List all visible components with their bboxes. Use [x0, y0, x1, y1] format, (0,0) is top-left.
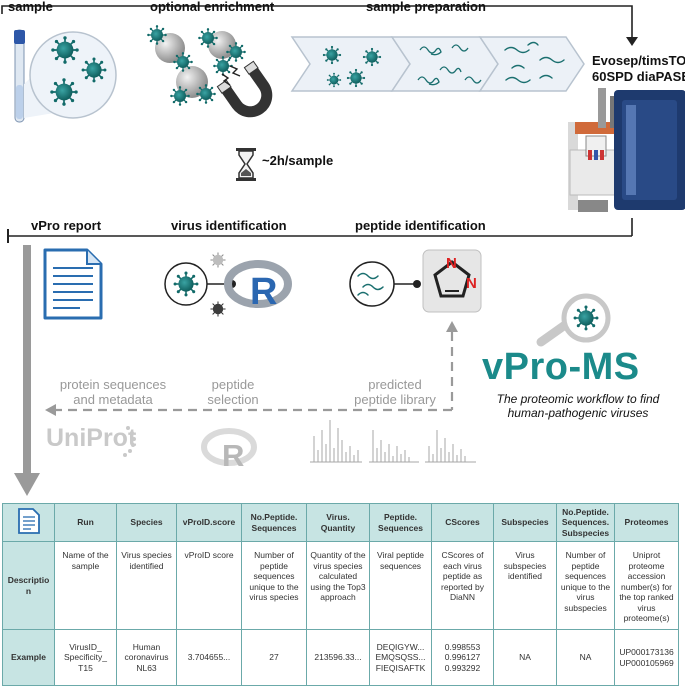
sequences-label-line2: and metadata — [73, 392, 153, 407]
table-cell: DEQIGYW... EMQSQSS... FIEQISAFTK — [369, 629, 432, 686]
table-row-description: Description Name of the sample Virus spe… — [2, 541, 679, 630]
sequences-metadata-label: protein sequences and metadata — [46, 377, 180, 407]
brand-title: vPro-MS — [482, 346, 640, 388]
table-cell: Number of peptide sequences unique to th… — [241, 541, 307, 630]
svg-text:N: N — [466, 275, 477, 292]
middle-flow-arrow — [7, 218, 633, 243]
table-cell: Human coronavirus NL63 — [116, 629, 177, 686]
table-header-cell: Subspecies — [493, 503, 557, 542]
sample-magnified-icon — [24, 31, 117, 119]
table-header-cell: Virus. Quantity — [306, 503, 370, 542]
sample-tube-icon — [14, 29, 25, 123]
table-cell: UP000173136 UP000105969 — [614, 629, 679, 686]
table-cell: VirusID_ Specificity_ T15 — [54, 629, 117, 686]
table-cell: vProID score — [176, 541, 242, 630]
instrument-label-line1: Evosep/timsTOF — [592, 53, 685, 68]
preparation-chevrons-icon — [290, 36, 585, 92]
table-cell: CScores of each virus peptide as reporte… — [431, 541, 494, 630]
library-label-line2: peptide library — [354, 392, 436, 407]
table-header-cell: Peptide. Sequences — [369, 503, 432, 542]
stage-enrichment-label: optional enrichment — [150, 0, 275, 14]
library-arrow-left-head — [45, 404, 56, 416]
peptide-identification-icon — [349, 261, 421, 307]
table-row-header: Example — [2, 629, 55, 686]
stage-report-label: vPro report — [31, 218, 102, 233]
selection-label-line2: selection — [207, 392, 259, 407]
top-flow-arrow — [1, 5, 638, 46]
peptide-library-label: predicted peptide library — [332, 377, 458, 407]
stage-sample-label: sample — [8, 0, 53, 14]
table-cell: Number of peptide sequences unique to th… — [556, 541, 615, 630]
stage-virus-id-label: virus identification — [171, 218, 287, 233]
table-header-row: Run Species vProID.score No.Peptide. Seq… — [2, 503, 679, 542]
magnet-icon — [216, 60, 273, 118]
svg-text:R: R — [250, 271, 277, 313]
r-logo-grey-icon: R — [201, 428, 257, 473]
magnifier-virus-icon — [536, 293, 611, 347]
table-cell: Viral peptide sequences — [369, 541, 432, 630]
library-arrow-up-head — [446, 321, 458, 332]
r-logo-icon: R — [224, 260, 292, 313]
stage-preparation-label: sample preparation — [366, 0, 486, 14]
svg-text:N: N — [446, 255, 457, 272]
table-header-cell: Run — [54, 503, 117, 542]
tagline-line2: human-pathogenic viruses — [507, 406, 649, 420]
instrument-label-line2: 60SPD diaPASEF — [592, 69, 685, 84]
enrichment-beads-icon — [146, 24, 247, 107]
stage-peptide-id-label: peptide identification — [355, 218, 486, 233]
table-cell: Name of the sample — [54, 541, 117, 630]
time-per-sample: ~2h/sample — [262, 153, 334, 168]
table-header-cell: CScores — [431, 503, 494, 542]
table-cell: 27 — [241, 629, 307, 686]
table-cell: Virus subspecies identified — [493, 541, 557, 630]
table-cell: 3.704655... — [176, 629, 242, 686]
selection-label-line1: peptide — [211, 377, 255, 392]
report-down-arrow — [14, 245, 40, 496]
table-header-cell: No.Peptide. Sequences. Subspecies — [556, 503, 615, 542]
svg-text:R: R — [222, 438, 244, 473]
hourglass-icon — [236, 148, 256, 181]
table-cell: Uniprot proteome accession number(s) for… — [614, 541, 679, 630]
uniprot-logo: UniProt — [46, 424, 137, 452]
library-label-line1: predicted — [368, 377, 422, 392]
mass-spectrometer-icon — [568, 88, 685, 212]
table-cell: Virus species identified — [116, 541, 177, 630]
document-icon — [43, 248, 103, 320]
spectrum-icon — [310, 420, 476, 463]
table-header-cell: Proteomes — [614, 503, 679, 542]
peptide-selection-label: peptide selection — [198, 377, 268, 407]
sequences-label-line1: protein sequences — [59, 377, 167, 392]
table-cell: Quantity of the virus species calculated… — [306, 541, 370, 630]
table-row-example: Example VirusID_ Specificity_ T15 Human … — [2, 629, 679, 686]
uniprot-dots-icon — [123, 426, 136, 457]
report-table: Run Species vProID.score No.Peptide. Seq… — [2, 503, 679, 686]
table-header-cell: Species — [116, 503, 177, 542]
table-header-cell: No.Peptide. Sequences — [241, 503, 307, 542]
table-row-header: Description — [2, 541, 55, 630]
library-dashed-arrow — [56, 332, 454, 412]
virus-identification-icon — [164, 252, 236, 317]
magnet-spark-icon — [221, 65, 241, 86]
table-cell: 213596.33... — [306, 629, 370, 686]
imidazole-icon: N N — [422, 249, 482, 313]
table-cell: NA — [556, 629, 615, 686]
table-corner-document-icon — [2, 503, 55, 542]
table-cell: 0.998553 0.996127 0.993292 — [431, 629, 494, 686]
brand-tagline: The proteomic workflow to find human-pat… — [478, 392, 678, 420]
table-header-cell: vProID.score — [176, 503, 242, 542]
tagline-line1: The proteomic workflow to find — [496, 392, 660, 406]
table-cell: NA — [493, 629, 557, 686]
